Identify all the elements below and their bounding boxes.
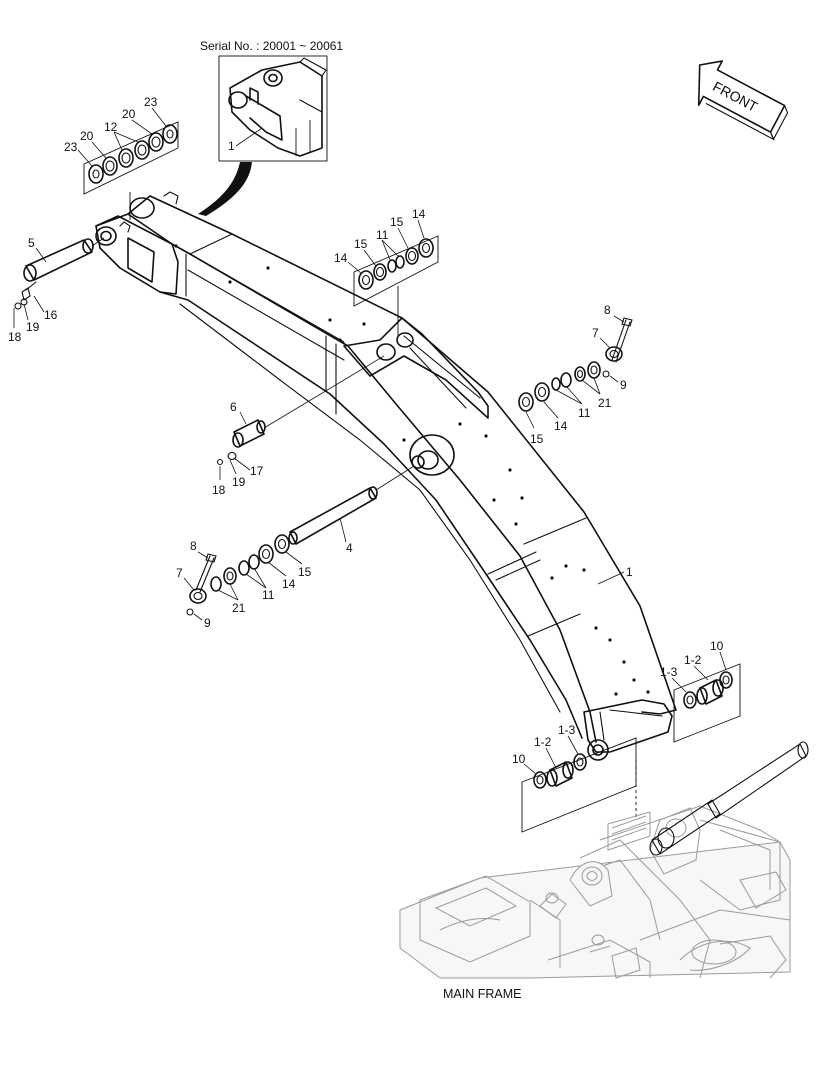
left-hardware-group: 8 7 9 21 11 14 15 <box>176 534 312 630</box>
callout-left-21: 21 <box>232 601 246 615</box>
foot-left-group: 10 1-2 1-3 <box>512 723 637 833</box>
pin-4: 4 <box>288 465 415 555</box>
callout-top-20-b: 20 <box>122 107 136 121</box>
upper-washer-group: 14 15 11 15 14 <box>334 207 439 338</box>
callout-foot-right-1-3: 1-3 <box>660 665 678 679</box>
callout-right-11: 11 <box>578 406 591 420</box>
callout-right-8: 8 <box>604 303 611 317</box>
callout-left-7: 7 <box>176 566 183 580</box>
main-frame-drawing <box>399 741 809 979</box>
callout-upper-14-a: 14 <box>334 251 348 265</box>
callout-foot-left-1-3: 1-3 <box>558 723 576 737</box>
main-frame-caption: MAIN FRAME <box>443 987 521 1001</box>
callout-right-21: 21 <box>598 396 612 410</box>
callout-17: 17 <box>250 464 264 478</box>
callout-top-12: 12 <box>104 120 118 134</box>
callout-foot-right-1-2: 1-2 <box>684 653 702 667</box>
serial-inset: Serial No. : 20001 ~ 20061 1 <box>200 39 343 162</box>
top-washer-group: 23 20 12 20 23 <box>64 95 179 220</box>
callout-6: 6 <box>230 400 237 414</box>
foot-right-group: 10 1-2 1-3 <box>660 639 741 743</box>
callout-left-14: 14 <box>282 577 296 591</box>
callout-18-a: 18 <box>8 330 22 344</box>
serial-caption: Serial No. : 20001 ~ 20061 <box>200 39 343 53</box>
callout-foot-left-1-2: 1-2 <box>534 735 552 749</box>
callout-5: 5 <box>28 236 35 250</box>
callout-right-15: 15 <box>530 432 544 446</box>
pin-6: 6 17 19 18 <box>212 355 385 497</box>
weld-marks <box>174 244 650 696</box>
callout-upper-15-a: 15 <box>354 237 368 251</box>
callout-4: 4 <box>346 541 353 555</box>
inset-pointer-arrow <box>198 162 252 216</box>
callout-top-23-a: 23 <box>64 140 78 154</box>
callout-right-9: 9 <box>620 378 627 392</box>
callout-right-7: 7 <box>592 326 599 340</box>
callout-left-11: 11 <box>262 588 275 602</box>
callout-upper-14-b: 14 <box>412 207 426 221</box>
callout-upper-15-b: 15 <box>390 215 404 229</box>
callout-left-8: 8 <box>190 539 197 553</box>
right-hardware-group: 8 7 9 21 11 14 15 <box>518 303 633 446</box>
callout-right-14: 14 <box>554 419 568 433</box>
callout-top-20-a: 20 <box>80 129 94 143</box>
callout-upper-11: 11 <box>376 228 389 242</box>
callout-foot-right-10: 10 <box>710 639 724 653</box>
inset-boom-head <box>228 57 327 157</box>
callout-top-23-b: 23 <box>144 95 158 109</box>
callout-left-15: 15 <box>298 565 312 579</box>
callout-16-a: 16 <box>44 308 58 322</box>
callout-19-b: 19 <box>232 475 246 489</box>
pin-5: 5 16 19 18 <box>8 236 105 344</box>
callout-foot-left-10: 10 <box>512 752 526 766</box>
callout-left-9: 9 <box>204 616 211 630</box>
boom-structure <box>95 191 677 761</box>
callout-19-a: 19 <box>26 320 40 334</box>
inset-callout-1: 1 <box>228 139 235 153</box>
callout-18-b: 18 <box>212 483 226 497</box>
callout-boom-1: 1 <box>626 565 633 579</box>
front-direction-arrow: FRONT <box>697 60 789 141</box>
